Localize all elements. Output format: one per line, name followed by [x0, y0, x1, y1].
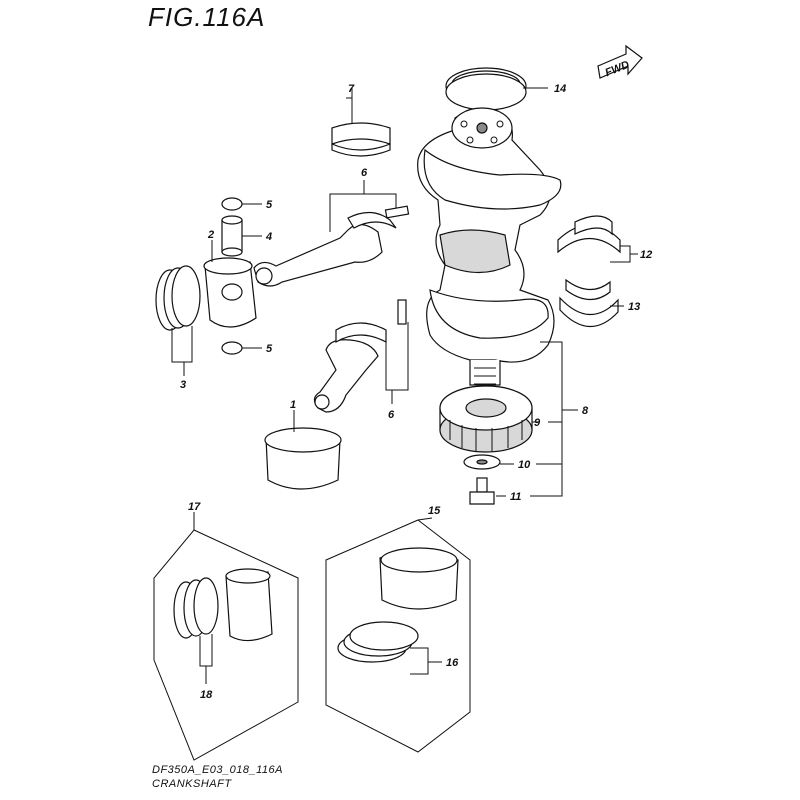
- part-9-gear[interactable]: [439, 385, 533, 453]
- figure-title: FIG.116A: [148, 2, 266, 32]
- callout-7: 7: [348, 83, 355, 95]
- callout-5-upper: 5: [266, 199, 273, 211]
- part-1-piston[interactable]: [264, 427, 342, 490]
- part-5-circlip-upper[interactable]: [221, 197, 243, 211]
- callout-4: 4: [265, 231, 272, 243]
- part-5-circlip-lower[interactable]: [221, 341, 243, 355]
- callout-5-lower: 5: [266, 343, 273, 355]
- callout-14: 14: [554, 83, 566, 95]
- callout-6-lower: 6: [388, 409, 395, 421]
- part-15-piston-kit[interactable]: [325, 519, 471, 753]
- part-3-rings[interactable]: [155, 265, 201, 331]
- callout-9: 9: [534, 417, 541, 429]
- figure-code: DF350A_E03_018_116A: [152, 764, 284, 776]
- part-12-bearing[interactable]: [557, 215, 621, 254]
- callout-17: 17: [188, 501, 201, 513]
- callout-1: 1: [290, 399, 296, 411]
- callout-11: 11: [510, 491, 521, 503]
- callout-16: 16: [446, 657, 459, 669]
- callout-6-upper: 6: [361, 167, 368, 179]
- part-6-conrod-lower[interactable]: [313, 299, 407, 413]
- callout-10: 10: [518, 459, 531, 471]
- callout-18: 18: [200, 689, 213, 701]
- callout-13: 13: [628, 301, 640, 313]
- fwd-arrow-icon: FWD: [597, 44, 643, 79]
- part-4-pin[interactable]: [221, 215, 243, 257]
- part-14-seal[interactable]: [445, 67, 527, 111]
- part-10-washer[interactable]: [463, 454, 501, 470]
- part-13-bearing[interactable]: [559, 278, 619, 328]
- leader-lines: [171, 87, 638, 684]
- part-7-bearing[interactable]: [331, 122, 391, 157]
- callout-12: 12: [640, 249, 652, 261]
- callout-15: 15: [428, 505, 441, 517]
- figure-caption: CRANKSHAFT: [152, 778, 232, 790]
- part-2-piston[interactable]: [203, 257, 257, 328]
- crankshaft[interactable]: [417, 107, 562, 386]
- part-17-piston-kit[interactable]: [153, 529, 299, 761]
- callout-2: 2: [207, 229, 214, 241]
- part-11-bolt[interactable]: [469, 477, 495, 505]
- part-6-conrod-upper[interactable]: [253, 205, 410, 287]
- callout-3: 3: [180, 379, 186, 391]
- callout-8: 8: [582, 405, 589, 417]
